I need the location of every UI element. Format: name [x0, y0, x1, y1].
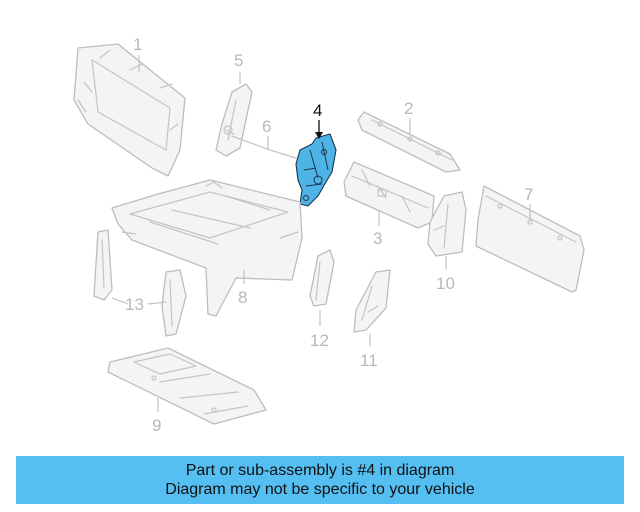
banner-line-1: Part or sub-assembly is #4 in diagram: [185, 462, 455, 479]
banner-line-2: Diagram may not be specific to your vehi…: [165, 481, 475, 498]
callout-13[interactable]: 13: [125, 295, 144, 314]
part-1-seat-back-frame[interactable]: [73, 43, 186, 177]
part-11-hinge-cover[interactable]: [353, 269, 391, 333]
callout-1[interactable]: 1: [133, 35, 142, 54]
callout-8[interactable]: 8: [238, 288, 247, 307]
part-2-upper-rail[interactable]: [357, 111, 461, 173]
arrowhead-4: [315, 132, 323, 139]
leader-13a: [111, 297, 129, 305]
callout-3[interactable]: 3: [373, 229, 382, 248]
leader-13b: [147, 301, 167, 305]
callout-2[interactable]: 2: [404, 99, 413, 118]
part-4-recliner-mechanism[interactable]: [295, 133, 337, 207]
callout-7[interactable]: 7: [524, 185, 533, 204]
callout-12[interactable]: 12: [310, 331, 329, 350]
callout-4[interactable]: 4: [313, 101, 322, 120]
part-9-floor-pan[interactable]: [107, 347, 267, 425]
part-13-leg-covers[interactable]: [93, 229, 187, 337]
parts-diagram: 1 5 6 4 2 3: [73, 35, 585, 435]
part-12-vertical-trim[interactable]: [309, 249, 335, 307]
callout-6[interactable]: 6: [262, 117, 271, 136]
part-3-cross-member[interactable]: [343, 161, 435, 229]
part-7-back-panel[interactable]: [475, 185, 585, 293]
part-10-side-bracket[interactable]: [427, 191, 467, 257]
part-6-release-cable[interactable]: [231, 135, 303, 161]
callout-10[interactable]: 10: [436, 274, 455, 293]
callout-11[interactable]: 11: [360, 351, 378, 370]
callout-5[interactable]: 5: [234, 51, 243, 70]
info-banner: Part or sub-assembly is #4 in diagram Di…: [16, 456, 624, 504]
callout-9[interactable]: 9: [152, 416, 161, 435]
part-5-latch-bracket[interactable]: [215, 83, 253, 157]
part-8-seat-frame[interactable]: [111, 179, 303, 317]
